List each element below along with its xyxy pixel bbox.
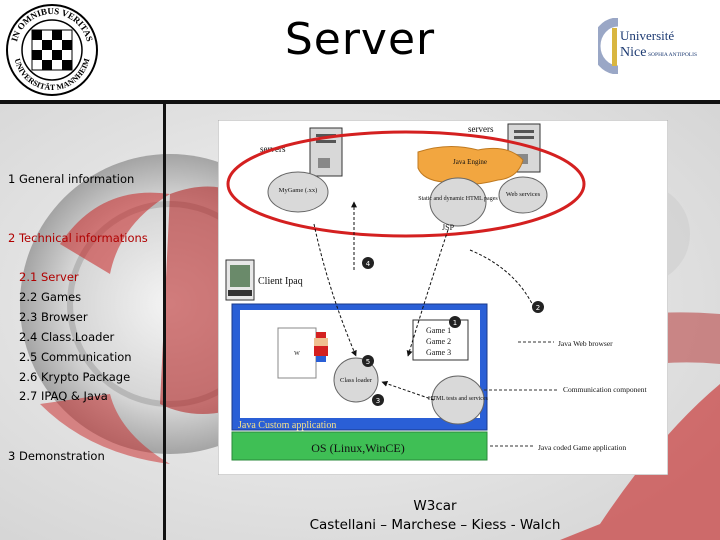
- game-1-label: Game 1: [426, 326, 451, 335]
- nice-logo-line3: SOPHIA ANTIPOLIS: [648, 52, 697, 58]
- servers-highlight-ellipse: [226, 130, 586, 238]
- java-engine-cloud: [417, 146, 524, 186]
- class-loader-label: Class loader: [340, 377, 373, 384]
- header-divider: [0, 100, 720, 104]
- mygame-node: [267, 171, 329, 213]
- seal-checker-icon: [31, 29, 73, 71]
- svg-text:2: 2: [536, 304, 540, 312]
- servers-label-right: servers: [468, 124, 494, 134]
- sidebar-divider: [163, 104, 166, 540]
- html-tests-label: HTML tests and services: [428, 396, 489, 402]
- nav-item-technical-informations[interactable]: 2 Technical informations: [8, 231, 148, 245]
- web-services-node: [498, 176, 548, 214]
- mario-character-icon: [314, 332, 328, 362]
- game-3-label: Game 3: [426, 348, 451, 357]
- step-marker-2: 2: [532, 301, 544, 313]
- nice-logo-line2: Nice: [620, 45, 646, 60]
- university-seal-logo: IN OMNIBUS VERITAS UNIVERSITÄT MANNHEIM: [6, 4, 98, 96]
- ipaq-device-icon: [225, 259, 255, 301]
- slide-footer: W3car Castellani – Marchese – Kiess - Wa…: [280, 497, 590, 535]
- nav-item-ipaq-java[interactable]: 2.7 IPAQ & Java: [19, 389, 108, 403]
- nav-item-server[interactable]: 2.1 Server: [19, 270, 79, 284]
- footer-project-name: W3car: [413, 498, 457, 514]
- java-engine-label: Java Engine: [453, 158, 487, 166]
- nav-item-communication[interactable]: 2.5 Communication: [19, 350, 132, 364]
- java-custom-app-label: Java Custom application: [238, 420, 336, 431]
- nav-item-browser[interactable]: 2.3 Browser: [19, 310, 88, 324]
- nav-item-class-loader[interactable]: 2.4 Class.Loader: [19, 330, 115, 344]
- html-tests-node: [431, 375, 485, 425]
- step-marker-5: 5: [362, 355, 374, 367]
- class-loader-node: [333, 357, 379, 403]
- nav-item-general-information[interactable]: 1 General information: [8, 172, 135, 186]
- nav-item-krypto-package[interactable]: 2.6 Krypto Package: [19, 370, 131, 384]
- footer-authors: Castellani – Marchese – Kiess - Walch: [309, 517, 561, 533]
- universite-nice-logo: Université Nice SOPHIA ANTIPOLIS: [598, 18, 697, 74]
- mygame-label: MyGame (.xx): [279, 187, 318, 194]
- static-dynamic-label: Static and dynamic HTML pages: [418, 196, 498, 202]
- svg-text:4: 4: [366, 260, 371, 268]
- slide-header: IN OMNIBUS VERITAS UNIVERSITÄT MANNHEIM …: [0, 0, 720, 100]
- step-marker-3: 3: [372, 394, 384, 406]
- static-dynamic-node: [429, 177, 487, 227]
- os-layer: [231, 431, 488, 461]
- game-page-card: [277, 327, 317, 379]
- svg-text:1: 1: [453, 319, 457, 327]
- step-marker-4: 4: [362, 257, 374, 269]
- communication-component-label: Communication component: [563, 385, 647, 394]
- client-label: Client Ipaq: [258, 276, 303, 287]
- nice-logo-line1: Université: [620, 28, 674, 43]
- svg-text:3: 3: [376, 397, 380, 405]
- svg-text:W: W: [294, 351, 300, 357]
- server-architecture-diagram: servers servers Java Engine MyGame (.xx)…: [218, 120, 668, 475]
- game-2-label: Game 2: [426, 337, 451, 346]
- web-services-label: Web services: [506, 191, 541, 198]
- jsp-label: JSP: [442, 223, 455, 232]
- os-label: OS (Linux,WinCE): [311, 441, 405, 455]
- nav-item-demonstration[interactable]: 3 Demonstration: [8, 449, 105, 463]
- java-coded-app-label: Java coded Game application: [538, 443, 626, 452]
- step-marker-1: 1: [449, 316, 461, 328]
- java-web-browser-label: Java Web browser: [558, 339, 613, 348]
- nav-item-games[interactable]: 2.2 Games: [19, 290, 82, 304]
- slide-title: Server: [284, 14, 436, 65]
- svg-text:5: 5: [366, 358, 370, 366]
